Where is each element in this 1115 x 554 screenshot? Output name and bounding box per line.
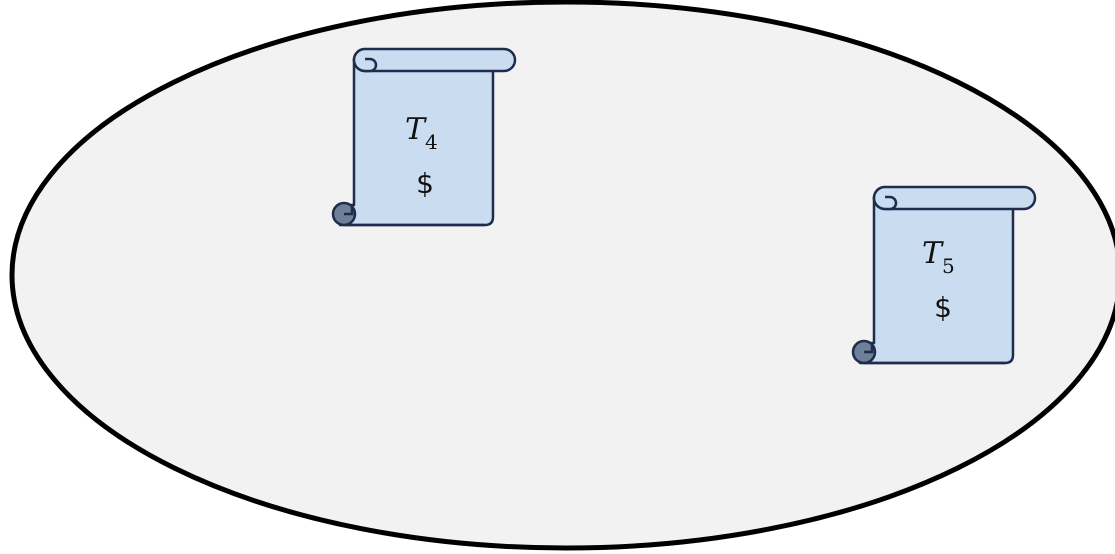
scroll-t4-dollar: $	[416, 167, 434, 200]
scroll-icon	[331, 47, 517, 227]
scroll-t4-label: T4	[405, 112, 438, 154]
scroll-t5: T5 $	[851, 185, 1037, 365]
scroll-t5-dollar: $	[934, 291, 952, 324]
scroll-t5-label: T5	[922, 236, 955, 278]
pool-ellipse	[9, 0, 1115, 551]
scroll-t4: T4 $	[331, 47, 517, 227]
scroll-icon	[851, 185, 1037, 365]
